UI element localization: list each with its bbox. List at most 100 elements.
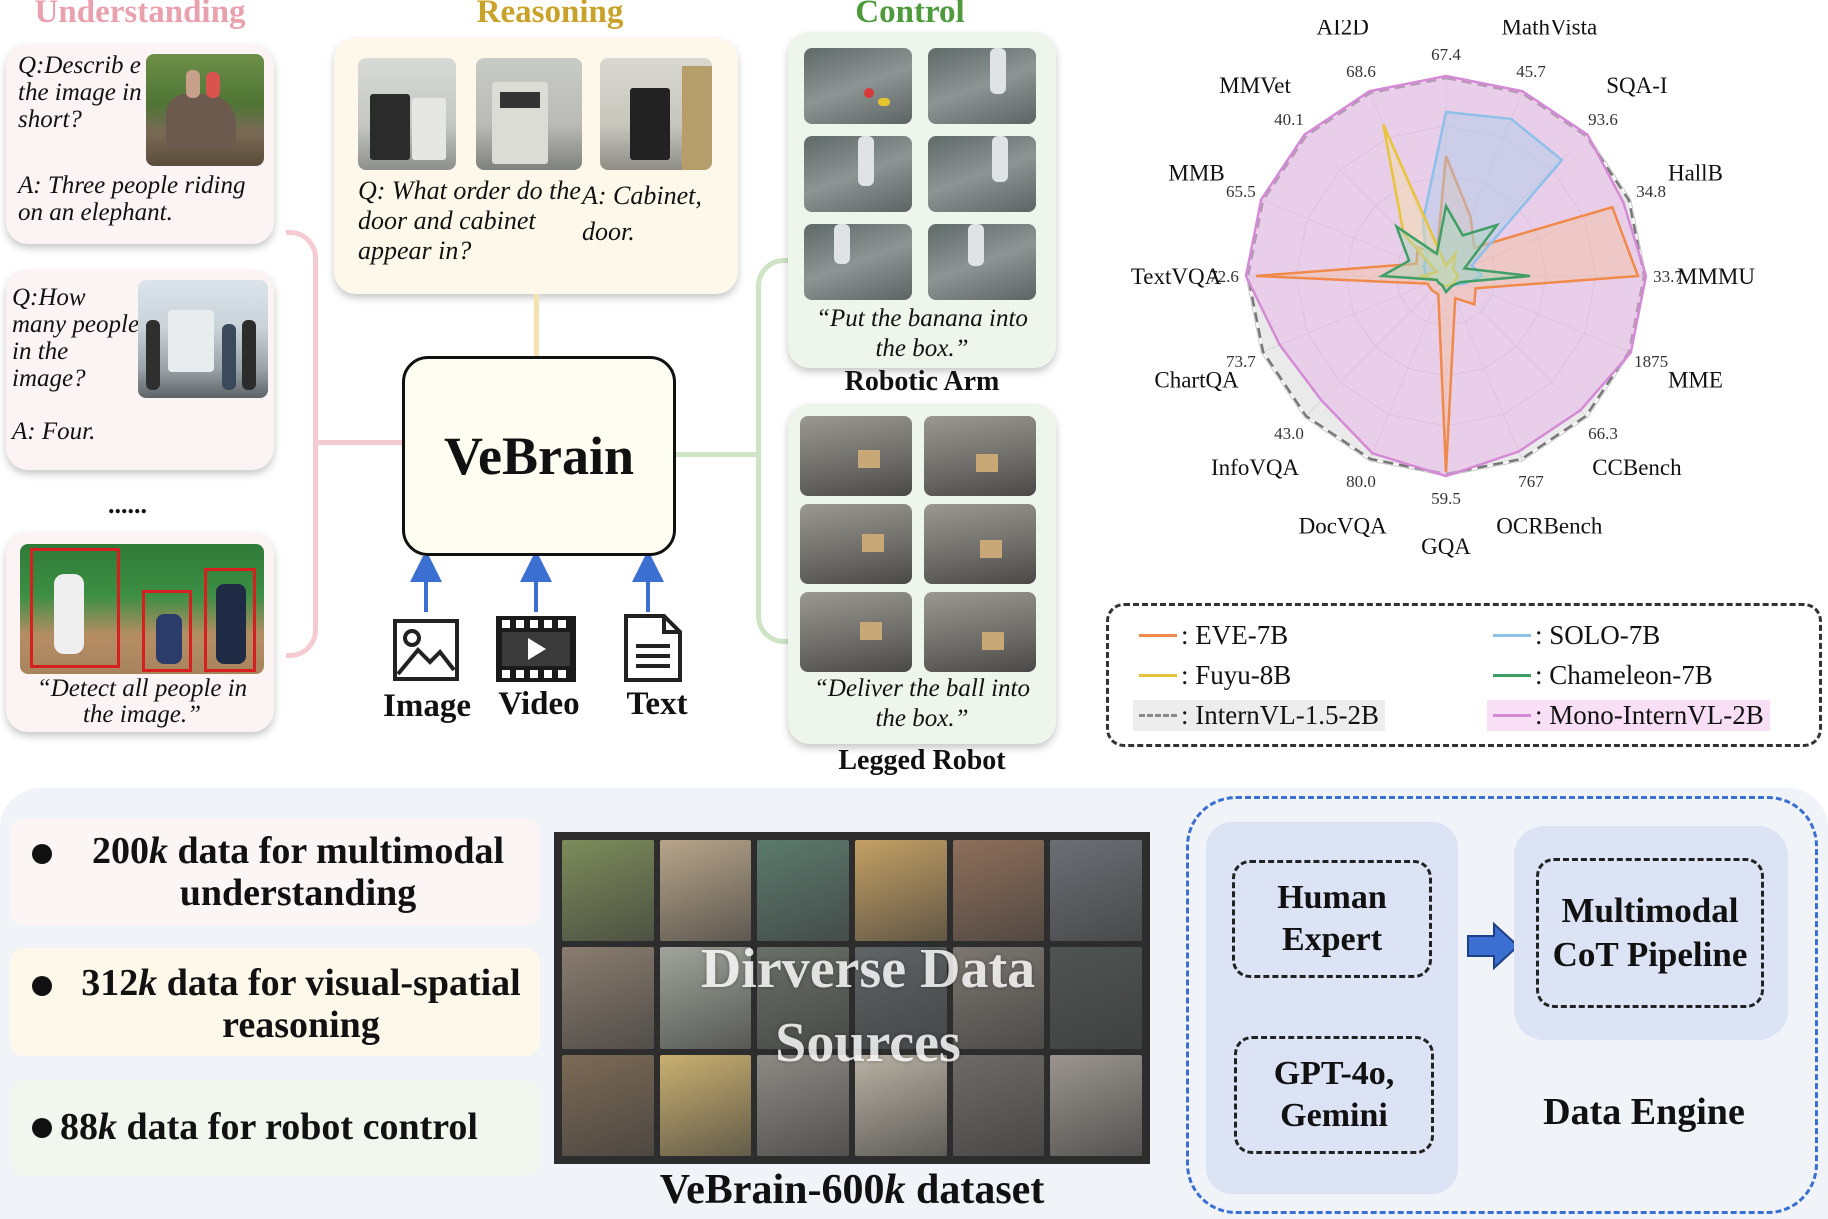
- detection-box: [142, 590, 192, 672]
- bullet-dot: [32, 1118, 52, 1138]
- mosaic-tile: [757, 947, 849, 1049]
- radar-max-label: 80.0: [1346, 472, 1376, 491]
- radar-axis-label: AI2D: [1316, 20, 1368, 40]
- legged-robot-card: “Deliver the ball into the box.”: [788, 404, 1056, 744]
- bullet-reasoning: 312k data for visual-spatial reasoning: [10, 948, 540, 1056]
- chart-legend: : EVE-7B : SOLO-7B : Fuyu-8B : Chameleon…: [1106, 603, 1822, 747]
- radar-series: [1244, 74, 1648, 478]
- legged-frame-4: [924, 504, 1036, 584]
- radar-max-label: 1875: [1634, 352, 1668, 371]
- bullet-understanding: 200k data for multimodal understanding: [10, 818, 540, 926]
- legend-label: : Mono-InternVL-2B: [1535, 700, 1764, 730]
- image-icon: [393, 619, 459, 681]
- mosaic-overlay-title: Dirverse Data Sources: [700, 938, 1036, 1074]
- room-photo-3: [600, 58, 712, 170]
- understanding-question-3: “Detect all people in the image.”: [36, 675, 248, 728]
- radar-max-label: 65.5: [1226, 182, 1256, 201]
- legged-frame-5: [800, 592, 912, 672]
- data-sources-mosaic: Dirverse Data Sources: [554, 832, 1150, 1164]
- radar-labels: 67.4SEED-I45.7MathVista93.6SQA-I34.8Hall…: [1131, 20, 1756, 559]
- legend-label: : Fuyu-8B: [1181, 660, 1292, 690]
- radar-max-label: 73.7: [1226, 352, 1256, 371]
- legend-label: : Chameleon-7B: [1535, 660, 1713, 690]
- detection-box: [30, 548, 120, 668]
- legend-item-internvl: : InternVL-1.5-2B: [1133, 700, 1385, 731]
- radar-max-label: 72.6: [1209, 267, 1239, 286]
- radar-max-label: 34.8: [1636, 182, 1666, 201]
- mosaic-tile: [952, 840, 1045, 942]
- vebrain-model-box: VeBrain: [402, 356, 676, 556]
- legend-item-solo: : SOLO-7B: [1493, 620, 1660, 651]
- mosaic-tile: [854, 1054, 947, 1156]
- legend-label: : EVE-7B: [1181, 620, 1289, 650]
- legged-frame-6: [924, 592, 1036, 672]
- robotic-arm-label: Robotic Arm: [844, 366, 1000, 397]
- legend-swatch: [1139, 634, 1177, 637]
- input-label-video: Video: [498, 686, 580, 722]
- reasoning-connector: [534, 294, 539, 356]
- legend-label: : SOLO-7B: [1535, 620, 1661, 650]
- mosaic-tile: [1050, 1054, 1142, 1156]
- radar-series-fuyu-8b: [1382, 123, 1460, 288]
- radar-axis-label: MMVet: [1219, 73, 1291, 98]
- understanding-card-detect: “Detect all people in the image.”: [6, 532, 274, 732]
- mosaic-tile: [1050, 840, 1142, 942]
- reasoning-title: Reasoning: [476, 0, 624, 30]
- reasoning-card: Q: What order do the door and cabinet ap…: [334, 38, 738, 294]
- mosaic-tile: [854, 947, 947, 1049]
- elephant-photo: [146, 54, 264, 166]
- legged-robot-label: Legged Robot: [838, 745, 1006, 776]
- legged-frame-1: [800, 416, 912, 496]
- input-arrows: [410, 556, 664, 612]
- radar-axis-label: GQA: [1421, 534, 1471, 559]
- human-expert-box: Human Expert: [1232, 860, 1432, 978]
- bullet-understanding-text: 200k data for multimodal understanding: [91, 830, 505, 914]
- radar-max-label: 66.3: [1588, 424, 1618, 443]
- control-bracket: [756, 258, 788, 644]
- input-label-text: Text: [626, 686, 688, 722]
- room-photo-2: [476, 58, 582, 170]
- mosaic-tile: [952, 947, 1045, 1049]
- legend-swatch: [1493, 634, 1531, 637]
- reasoning-question: Q: What order do the door and cabinet ap…: [358, 176, 581, 265]
- street-photo: [138, 280, 268, 398]
- radar-axis-label: InfoVQA: [1211, 455, 1300, 480]
- legend-swatch: [1139, 714, 1177, 717]
- understanding-title: Understanding: [34, 0, 246, 30]
- video-icon: [496, 616, 576, 682]
- understanding-card-describe: Q:Describ e the image in short? A: Three…: [6, 44, 274, 244]
- input-label-image: Image: [383, 688, 471, 724]
- mosaic-tile: [659, 840, 752, 942]
- arm-frame-3: [804, 136, 912, 212]
- bullet-control: 88k data for robot control: [10, 1080, 540, 1176]
- cot-pipeline-box: Multimodal CoT Pipeline: [1536, 858, 1764, 1008]
- legend-item-mono: : Mono-InternVL-2B: [1487, 700, 1770, 731]
- radar-max-label: 45.7: [1516, 62, 1546, 81]
- mosaic-tile: [659, 1054, 752, 1156]
- radar-series-eve-7b: [1255, 155, 1640, 473]
- mosaic-tile: [562, 840, 654, 942]
- control-connector: [676, 452, 756, 457]
- arm-frame-6: [928, 224, 1036, 300]
- radar-axis-label: TextVQA: [1131, 264, 1222, 289]
- mosaic-tile: [757, 840, 849, 942]
- legend-swatch: [1139, 674, 1177, 677]
- legend-item-fuyu: : Fuyu-8B: [1139, 660, 1291, 691]
- ellipsis: ......: [108, 490, 147, 519]
- radar-axis-label: OCRBench: [1496, 513, 1603, 538]
- radar-axis-label: MMB: [1168, 161, 1224, 186]
- radar-axis-label: SQA-I: [1606, 73, 1667, 98]
- radar-max-label: 33.7: [1653, 267, 1683, 286]
- understanding-bracket: [286, 230, 318, 658]
- radar-max-label: 40.1: [1274, 110, 1304, 129]
- robotic-arm-card: “Put the banana into the box.”: [788, 32, 1056, 368]
- mosaic-tile: [1050, 947, 1142, 1049]
- legged-caption: “Deliver the ball into the box.”: [814, 675, 1030, 732]
- dataset-caption: VeBrain-600k dataset: [659, 1167, 1045, 1213]
- document-icon: [624, 614, 682, 682]
- legged-frame-2: [924, 416, 1036, 496]
- radar-axis-label: MME: [1668, 367, 1723, 392]
- understanding-question-1: Q:Describ e the image in short?: [18, 52, 142, 133]
- legend-label: : InternVL-1.5-2B: [1181, 700, 1379, 730]
- radar-axis-label: CCBench: [1592, 455, 1682, 480]
